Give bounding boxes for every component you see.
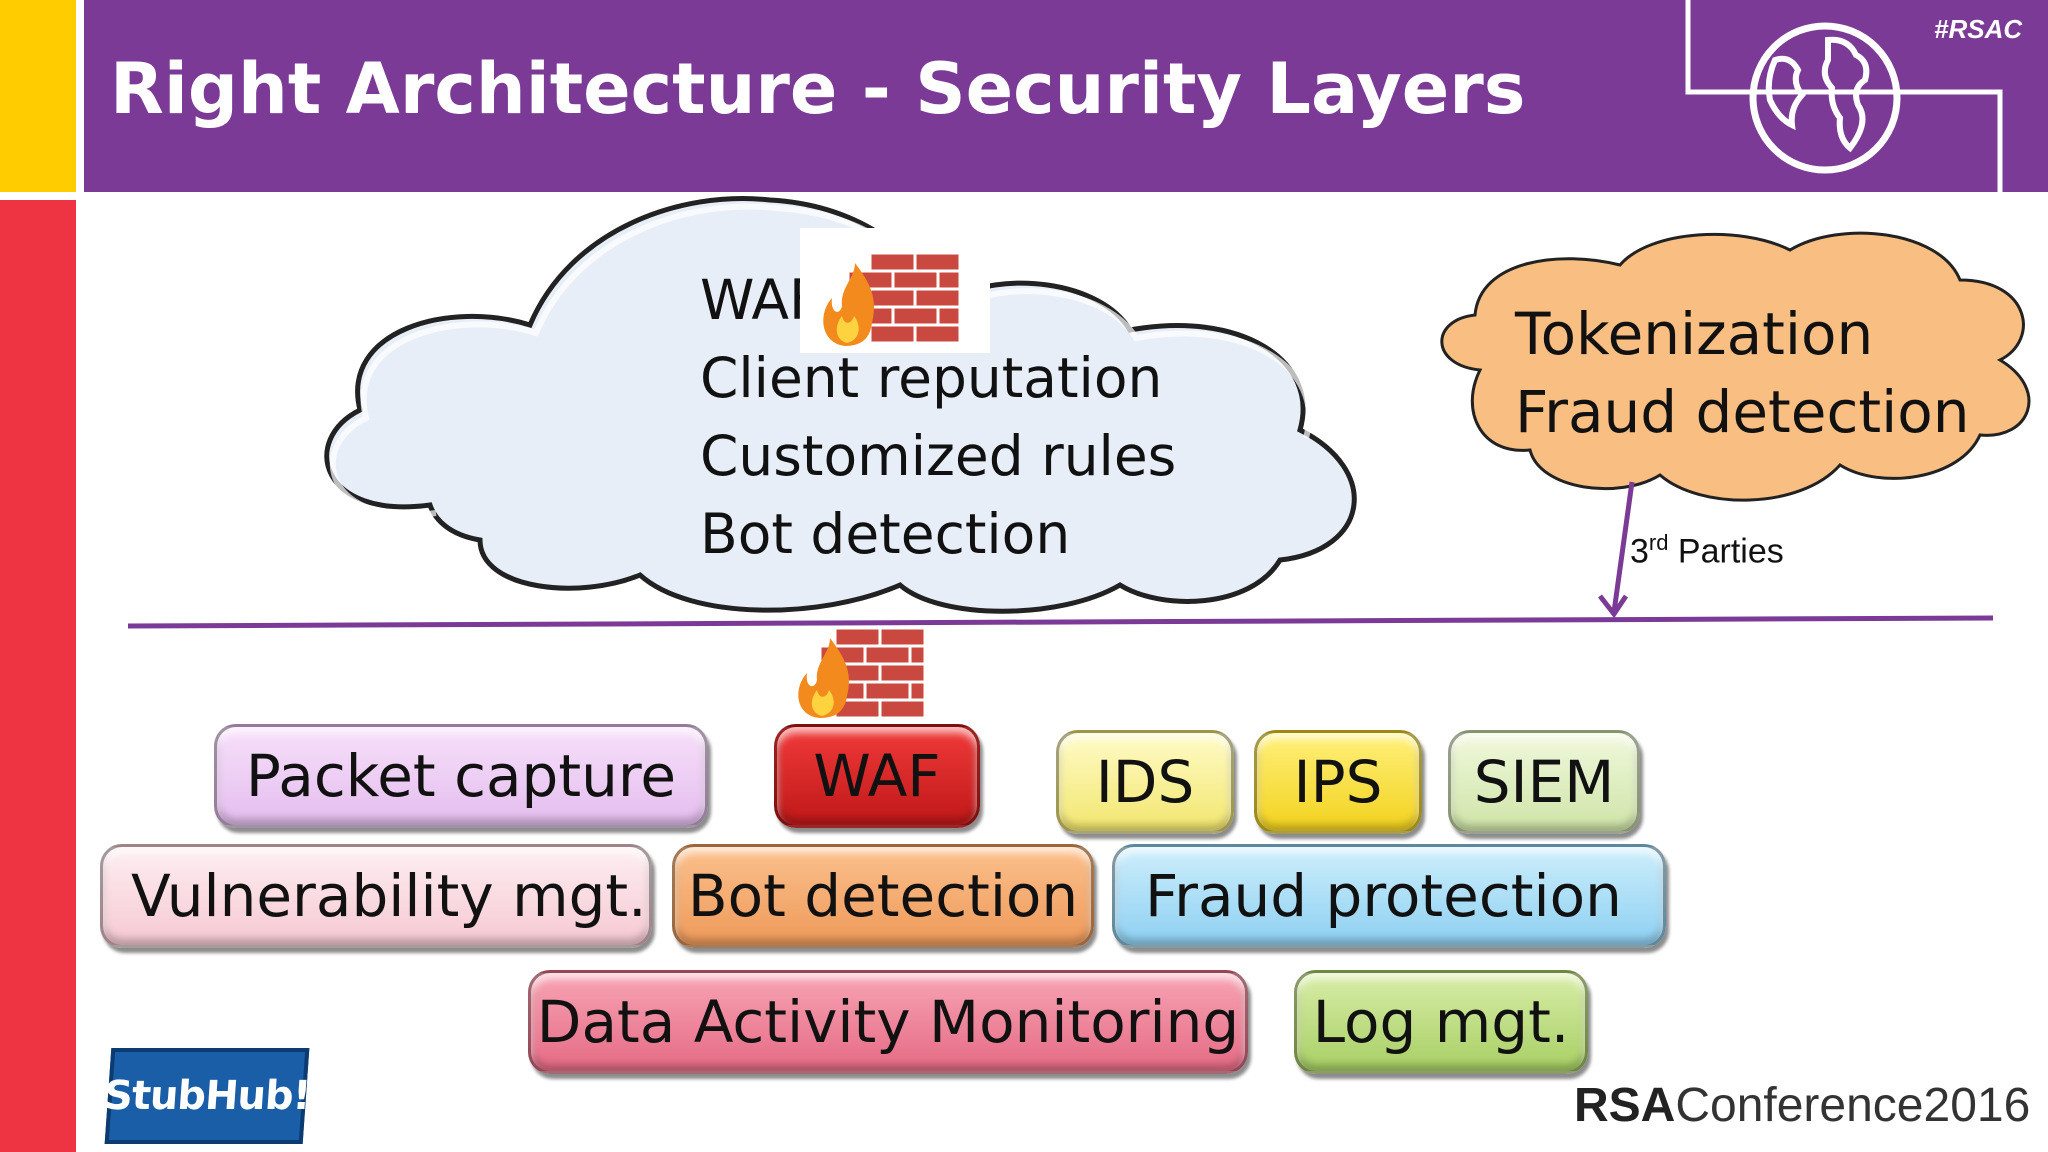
layer-ips: IPS <box>1254 730 1422 834</box>
layer-bot-detection: Bot detection <box>672 844 1094 948</box>
rsa-conference-logo: RSAConference2016 <box>1574 1079 2031 1132</box>
cloud-line-bot-detection: Bot detection <box>700 502 1071 566</box>
globe-icon <box>1685 0 2003 192</box>
accent-strip-yellow <box>0 0 76 192</box>
cloud-line-client-reputation: Client reputation <box>700 346 1163 410</box>
layer-waf: WAF <box>774 724 980 828</box>
third-party-line-fraud-detection: Fraud detection <box>1515 378 1970 446</box>
layer-vulnerability-mgt: Vulnerability mgt. <box>100 844 652 948</box>
firewall-icon <box>798 628 927 720</box>
layer-siem: SIEM <box>1448 730 1640 834</box>
third-parties-label: 3rd Parties <box>1630 530 1784 571</box>
layer-log-mgt: Log mgt. <box>1294 970 1588 1074</box>
hashtag-label: #RSAC <box>1934 14 2023 44</box>
firewall-icon <box>800 228 990 353</box>
layer-ids: IDS <box>1056 730 1234 834</box>
layer-data-activity-monitoring: Data Activity Monitoring <box>528 970 1248 1074</box>
stubhub-logo: StubHub! <box>102 1048 312 1144</box>
accent-strip-red <box>0 200 76 1152</box>
layer-fraud-protection: Fraud protection <box>1112 844 1666 948</box>
third-party-line-tokenization: Tokenization <box>1515 300 1874 368</box>
header-bar <box>84 0 2048 192</box>
cloud-shape <box>324 196 1357 614</box>
layer-packet-capture: Packet capture <box>214 724 708 828</box>
cloud-line-customized-rules: Customized rules <box>700 424 1177 488</box>
slide-title: Right Architecture - Security Layers <box>110 48 1526 130</box>
